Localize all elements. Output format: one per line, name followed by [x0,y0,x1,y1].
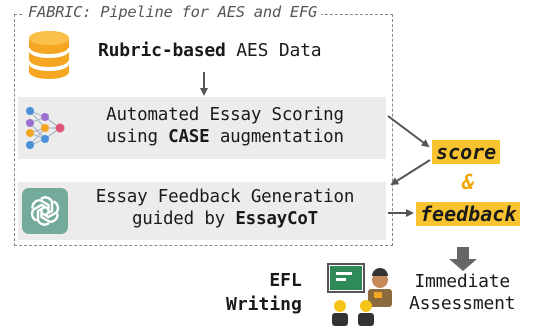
aes-text: Automated Essay Scoring using CASE augme… [64,104,386,148]
assessment-line1: Immediate [414,271,511,292]
efg-line2-pre: guided by [131,209,236,229]
assessment-line2: Assessment [409,293,516,314]
neural-network-icon [26,107,65,149]
data-label-rest: AES Data [225,40,322,61]
chatgpt-icon [22,188,68,234]
aes-line2-post: augmentation [209,127,344,147]
learner-icon [327,263,392,326]
efg-text: Essay Feedback Generation guided by Essa… [64,186,386,230]
database-icon [28,31,70,79]
arrow-down-to-assessment [449,247,477,271]
data-label: Rubric-based AES Data [98,40,322,61]
efg-line1: Essay Feedback Generation [95,187,355,207]
pipeline-title: FABRIC: Pipeline for AES and EFG [24,3,322,21]
data-label-bold: Rubric-based [98,40,226,61]
efl-writing-label: EFL Writing [226,269,302,317]
arrow-aes-to-score [387,115,430,148]
efl-line1: EFL [269,270,302,291]
arrow-score-to-efg [390,159,431,186]
score-tag: score [432,140,501,164]
efl-line2: Writing [226,294,302,315]
efg-line2: guided by EssayCoT [64,208,386,230]
efg-box [18,182,386,240]
aes-line2-pre: using [106,127,169,147]
feedback-tag: feedback [416,202,521,226]
efg-line2-bold: EssayCoT [235,209,319,229]
aes-line2: using CASE augmentation [64,126,386,148]
aes-box [18,97,386,159]
assessment-label: Immediate Assessment [409,271,516,315]
ampersand: & [462,170,475,194]
aes-line2-bold: CASE [168,127,210,147]
aes-line1: Automated Essay Scoring [106,105,344,125]
